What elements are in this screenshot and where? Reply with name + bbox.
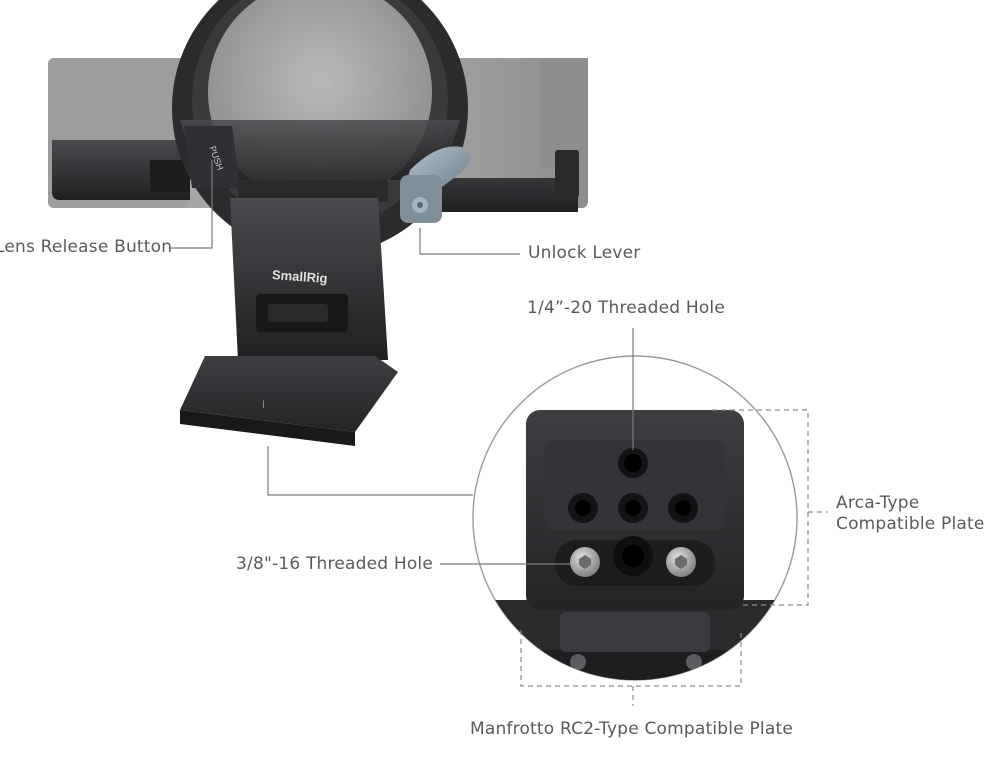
quick-release-foot: I: [180, 356, 398, 446]
label-three-eighths-hole: 3/8"-16 Threaded Hole: [236, 554, 434, 574]
lens-mount: [172, 0, 468, 256]
plate-mark: I: [262, 399, 265, 411]
brand-logo: SmallRig: [272, 267, 329, 286]
label-arca-line1: Arca-Type: [836, 493, 920, 513]
unlock-lever: [400, 146, 471, 223]
zoom-detail: [472, 355, 798, 681]
label-lens-release-button: Lens Release Button: [0, 237, 173, 257]
label-manfrotto: Manfrotto RC2-Type Compatible Plate: [470, 719, 793, 739]
dashed-brackets: [520, 409, 828, 706]
leader-lines: [170, 160, 634, 565]
label-quarter-hole: 1/4”-20 Threaded Hole: [527, 298, 725, 318]
label-unlock-lever: Unlock Lever: [528, 243, 641, 263]
label-arca-line2: Compatible Plate: [836, 514, 985, 534]
mount-stem: SmallRig: [230, 198, 388, 360]
